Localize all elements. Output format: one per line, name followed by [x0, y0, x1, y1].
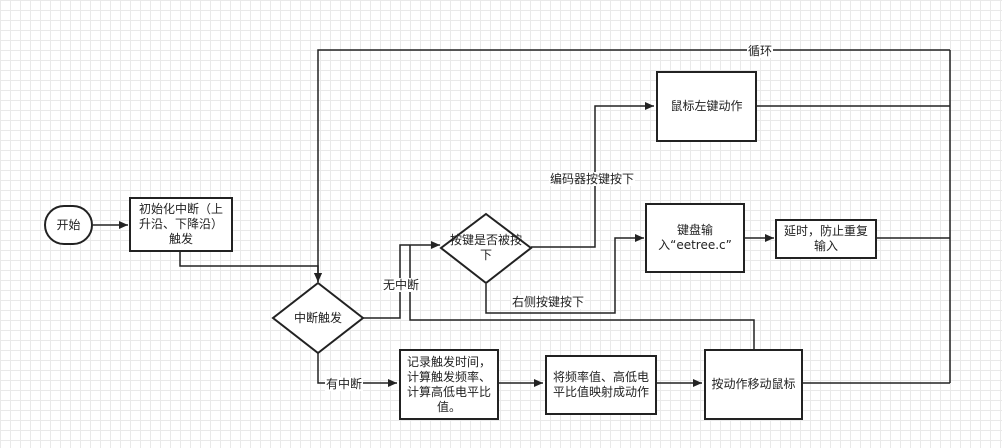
keyboard-input-label: 键盘输入“eetree.c”: [658, 223, 732, 252]
edge-has-interrupt: [317, 353, 397, 387]
has-interrupt-label: 有中断: [325, 377, 364, 391]
delay-label: 延时，防止重复输入: [783, 224, 868, 253]
map-action-box: 将频率值、高低电平比值映射成动作: [545, 355, 657, 415]
edge-loop: [314, 49, 950, 282]
map-action-label: 将频率值、高低电平比值映射成动作: [552, 370, 649, 399]
loop-label: 循环: [747, 44, 774, 58]
key-pressed-diamond: [439, 212, 533, 285]
record-label: 记录触发时间，计算触发频率、计算高低电平比值。: [406, 354, 491, 414]
init-interrupt-box: 初始化中断（上升沿、下降沿）触发: [129, 197, 233, 252]
interrupt-diamond-label: 中断触发: [293, 310, 342, 325]
move-mouse-box: 按动作移动鼠标: [704, 349, 803, 420]
encoder-pressed-label: 编码器按键按下: [549, 172, 636, 186]
delay-box: 延时，防止重复输入: [775, 219, 877, 259]
move-mouse-label: 按动作移动鼠标: [711, 377, 796, 391]
edge-right-key: [485, 234, 644, 314]
keyboard-input-box: 键盘输入“eetree.c”: [645, 203, 745, 273]
edge-init-interrupt: [179, 252, 322, 282]
interrupt-diamond: [271, 281, 365, 355]
right-pressed-label: 右侧按键按下: [511, 295, 586, 309]
mouse-left-box: 鼠标左键动作: [656, 71, 757, 142]
mouse-left-label: 鼠标左键动作: [670, 99, 743, 113]
start-label: 开始: [56, 217, 81, 232]
key-pressed-label: 按键是否被按下: [450, 233, 523, 262]
record-box: 记录触发时间，计算触发频率、计算高低电平比值。: [399, 349, 499, 420]
init-interrupt-label: 初始化中断（上升沿、下降沿）触发: [138, 202, 223, 246]
start-terminator: 开始: [44, 205, 93, 245]
no-interrupt-label: 无中断: [382, 278, 421, 292]
